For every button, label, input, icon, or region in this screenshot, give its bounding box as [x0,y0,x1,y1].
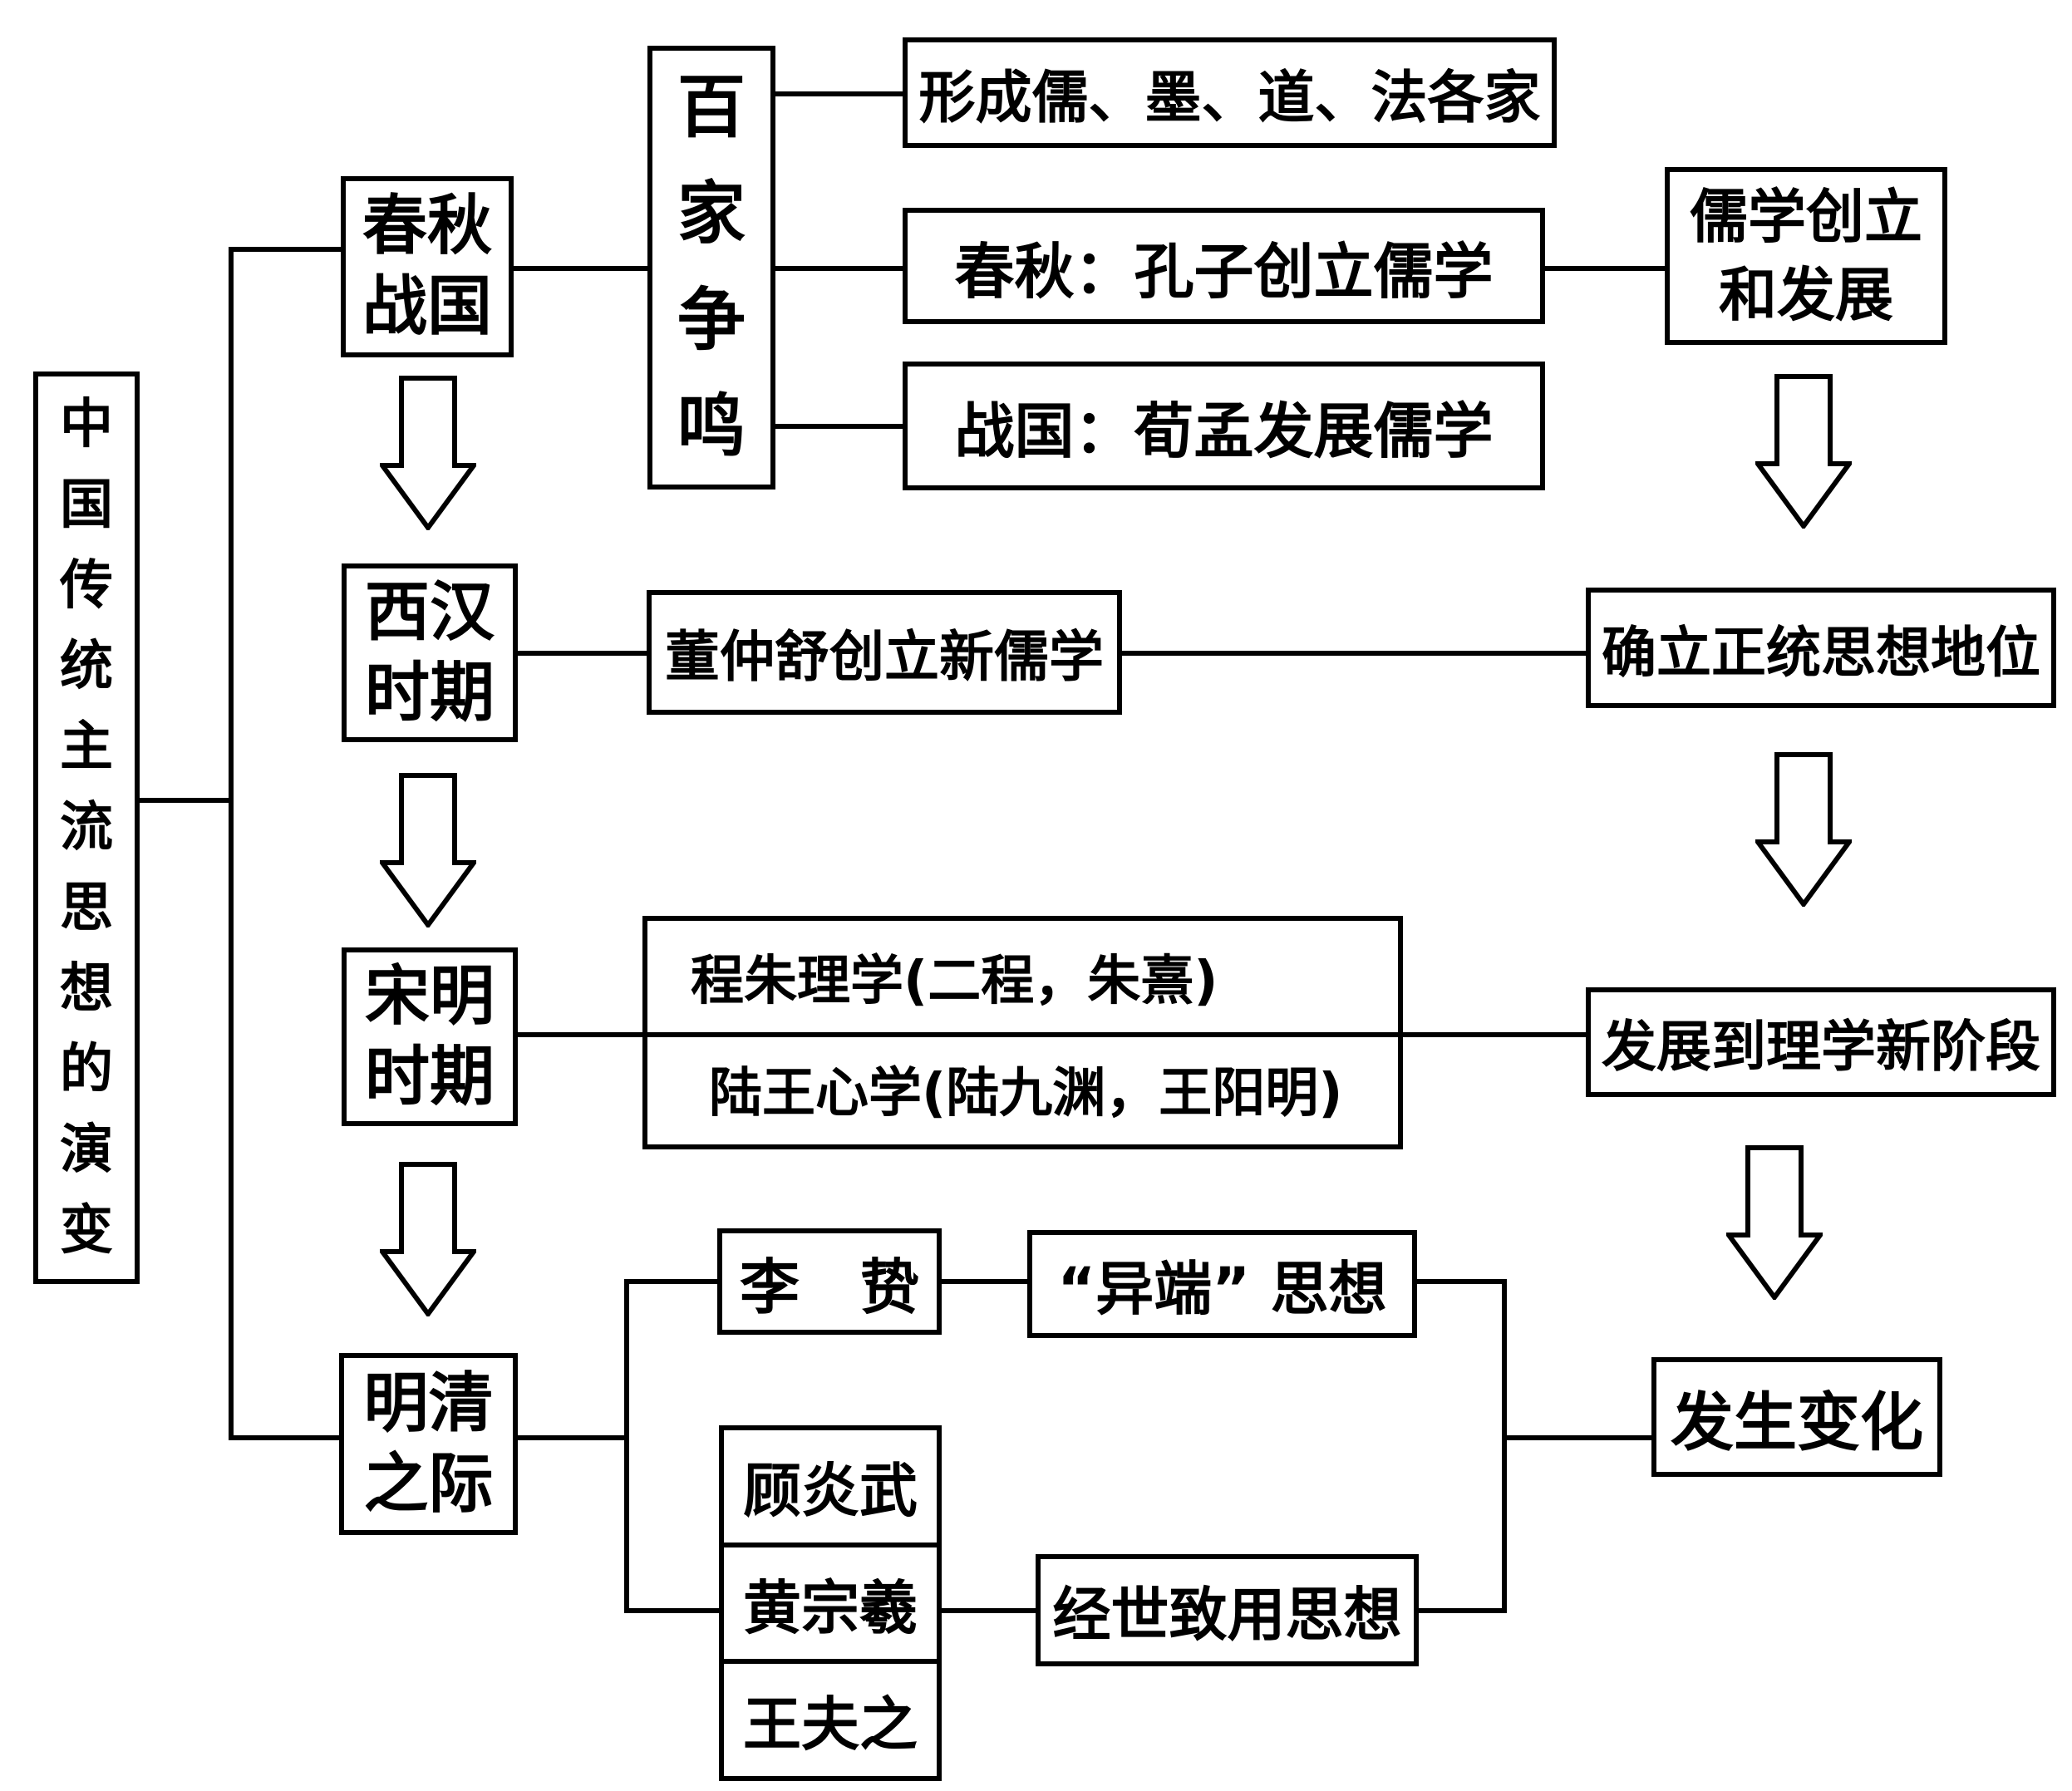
node-luwang-xinxue: 陆王心学(陆九渊，王阳明) [647,1033,1398,1145]
node-huang-zongxi-label: 黄宗羲 [743,1573,918,1642]
connector-root-to-trunk [140,798,234,803]
down-arrow-ruxue-to-orthodox [1755,374,1852,529]
node-li-zhi-label: 李 贽 [739,1252,919,1322]
connector-bracket-to-lizhi [624,1279,717,1284]
node-lixue-new-stage-label: 发展到理学新阶段 [1602,1015,2040,1079]
node-change-occurred: 发生变化 [1651,1357,1942,1477]
node-period-mingqing: 明清之际 [339,1353,518,1535]
connector-lizhi-to-yiduan [942,1279,1027,1284]
connector-baijia-to-kongzi [775,266,903,271]
node-period-songming: 宋明时期 [342,947,518,1126]
connector-songming-to-lixuestage [518,1032,1586,1037]
node-kongzi-confucianism-label: 春秋：孔子创立儒学 [954,236,1494,307]
node-chengzhu-lixue-label: 程朱理学(二程，朱熹) [691,951,1218,1013]
node-period-songming-label: 宋明时期 [364,958,495,1114]
down-arrow-orthodox-to-lixuestage [1755,752,1852,907]
node-jingshi-zhiyong-label: 经世致用思想 [1052,1581,1402,1649]
connector-kongzi-to-ruxue [1545,266,1665,271]
connector-baijia-to-xunmeng [775,424,903,429]
node-schools-formed: 形成儒、墨、道、法各家 [903,37,1557,148]
node-heretical-thought-label: “异端” 思想 [1057,1254,1387,1323]
node-change-occurred-label: 发生变化 [1671,1385,1923,1459]
connector-huang-to-jingshi [942,1608,1036,1613]
node-chengzhu-lixue: 程朱理学(二程，朱熹) [647,921,1398,1033]
node-orthodox-status: 确立正统思想地位 [1586,588,2056,708]
node-kongzi-confucianism: 春秋：孔子创立儒学 [903,208,1545,324]
left-bracket-line [624,1279,629,1613]
node-period-chunqiu-zhanguo-label: 春秋战国 [362,189,492,344]
node-baijia-zhengming-label: 百家争鸣 [677,68,746,466]
node-ruxue-founding: 儒学创立和发展 [1665,167,1947,345]
connector-trunk-to-mingqing [229,1435,344,1440]
node-jingshi-zhiyong: 经世致用思想 [1036,1554,1419,1666]
node-gu-yanwu: 顾炎武 [724,1430,937,1543]
trunk-line [229,247,234,1440]
node-schools-formed-label: 形成儒、墨、道、法各家 [918,66,1541,131]
connector-yiduan-to-rightbracket [1417,1279,1504,1284]
connector-jingshi-to-rightbracket [1419,1608,1504,1613]
down-arrow-lixuestage-to-change [1726,1145,1823,1300]
node-lixue-new-stage: 发展到理学新阶段 [1586,987,2056,1097]
node-xunmeng-confucianism-label: 战国：荀孟发展儒学 [954,396,1494,466]
connector-rightbracket-to-change [1502,1435,1651,1440]
node-period-xihan: 西汉时期 [342,563,518,742]
node-period-xihan-label: 西汉时期 [364,574,495,731]
node-huang-zongxi: 黄宗羲 [724,1542,937,1660]
node-wang-fuzhi: 王夫之 [724,1659,937,1776]
connector-trunk-to-chunqiuzhanguo [229,247,346,252]
node-luwang-xinxue-label: 陆王心学(陆九渊，王阳明) [709,1062,1343,1124]
node-xunmeng-confucianism: 战国：荀孟发展儒学 [903,362,1545,490]
node-dong-zhongshu: 董仲舒创立新儒学 [647,590,1122,715]
connector-dong-to-orthodox [1122,651,1586,656]
node-baijia-zhengming: 百家争鸣 [647,46,775,490]
node-li-zhi: 李 贽 [717,1228,942,1335]
connector-chunqiuzhanguo-to-baijia [514,266,647,271]
connector-baijia-to-schools [775,91,903,96]
node-gu-yanwu-label: 顾炎武 [743,1456,918,1525]
node-wang-fuzhi-label: 王夫之 [743,1690,918,1759]
down-arrow-chunqiu-to-xihan [380,376,476,530]
right-bracket-line [1502,1279,1507,1613]
node-dong-zhongshu-label: 董仲舒创立新儒学 [665,625,1104,689]
node-three-thinkers-stack: 顾炎武 黄宗羲 王夫之 [719,1425,942,1781]
node-orthodox-status-label: 确立正统思想地位 [1602,620,2040,685]
connector-xihan-to-dong [518,651,647,656]
node-heretical-thought: “异端” 思想 [1027,1230,1417,1338]
down-arrow-xihan-to-songming [380,773,476,927]
connector-mingqing-to-leftbracket [518,1435,629,1440]
node-ruxue-founding-label: 儒学创立和发展 [1690,183,1922,329]
down-arrow-songming-to-mingqing [380,1162,476,1316]
node-period-mingqing-label: 明清之际 [363,1365,494,1522]
node-period-chunqiu-zhanguo: 春秋战国 [341,176,514,357]
connector-bracket-to-huang [624,1608,719,1613]
node-root: 中国传统主流思想的演变 [33,371,140,1284]
node-root-label: 中国传统主流思想的演变 [60,393,113,1262]
